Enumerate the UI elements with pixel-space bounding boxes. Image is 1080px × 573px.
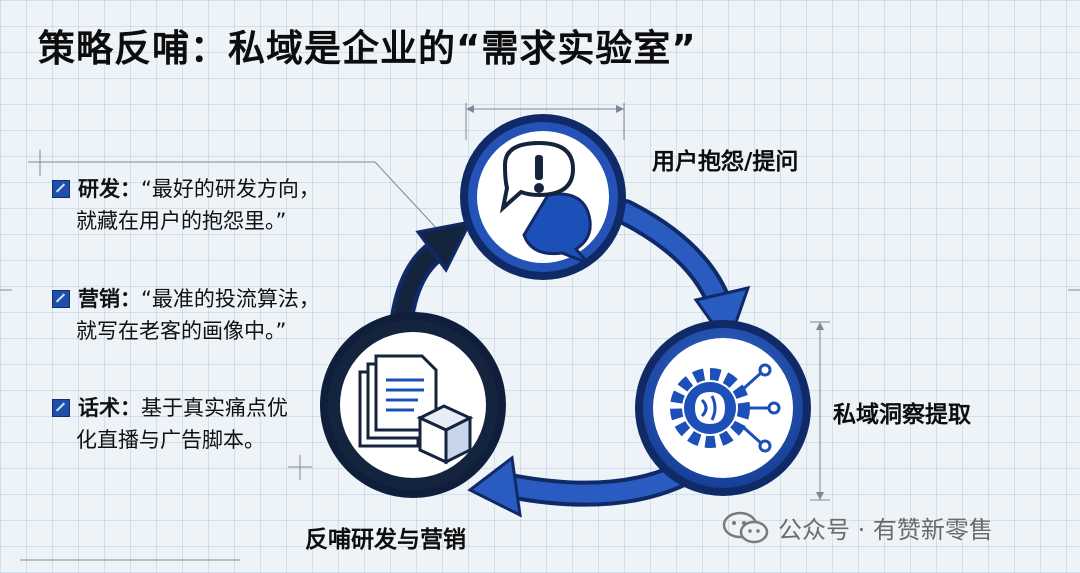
label-feedback: 反哺研发与营销 <box>305 527 466 553</box>
bullet-label: 营销： <box>78 287 141 311</box>
guide-lines <box>0 103 1080 561</box>
bullet-text: 基于真实痛点优 <box>141 396 288 420</box>
bullet-text: “最好的研发方向， <box>141 177 320 201</box>
bullet-marketing: 营销：“最准的投流算法， 就写在老客的画像中。” <box>52 283 352 347</box>
speech-bubble-exclamation-icon <box>499 140 592 265</box>
label-insight-extraction: 私域洞察提取 <box>833 402 971 428</box>
wechat-icon <box>722 511 769 543</box>
checkbox-icon <box>52 290 70 308</box>
watermark-text: 公众号 · 有赞新零售 <box>778 516 993 544</box>
gear-brain-icon <box>670 363 781 453</box>
bullet-text-cont: 就藏在用户的抱怨里。” <box>76 209 287 233</box>
watermark: 公众号 · 有赞新零售 <box>722 510 993 545</box>
arrow-heads <box>415 219 751 518</box>
bullet-text-cont: 化直播与广告脚本。 <box>76 428 265 452</box>
label-user-complaints: 用户抱怨/提问 <box>652 149 799 175</box>
bullet-rd: 研发：“最好的研发方向， 就藏在用户的抱怨里。” <box>52 173 352 237</box>
node-user-complaints <box>460 114 626 280</box>
checkbox-icon <box>52 399 70 417</box>
node-feedback <box>320 312 506 498</box>
checkbox-icon <box>52 180 70 198</box>
bullet-label: 话术： <box>78 396 141 420</box>
bullet-text: “最准的投流算法， <box>141 287 320 311</box>
page-title: 策略反哺：私域是企业的“需求实验室” <box>38 27 697 70</box>
bullet-label: 研发： <box>78 177 141 201</box>
documents-box-icon <box>358 354 474 465</box>
node-insight-extraction <box>635 320 811 496</box>
bullet-text-cont: 就写在老客的画像中。” <box>76 319 287 343</box>
bullet-script: 话术：基于真实痛点优 化直播与广告脚本。 <box>52 392 352 456</box>
